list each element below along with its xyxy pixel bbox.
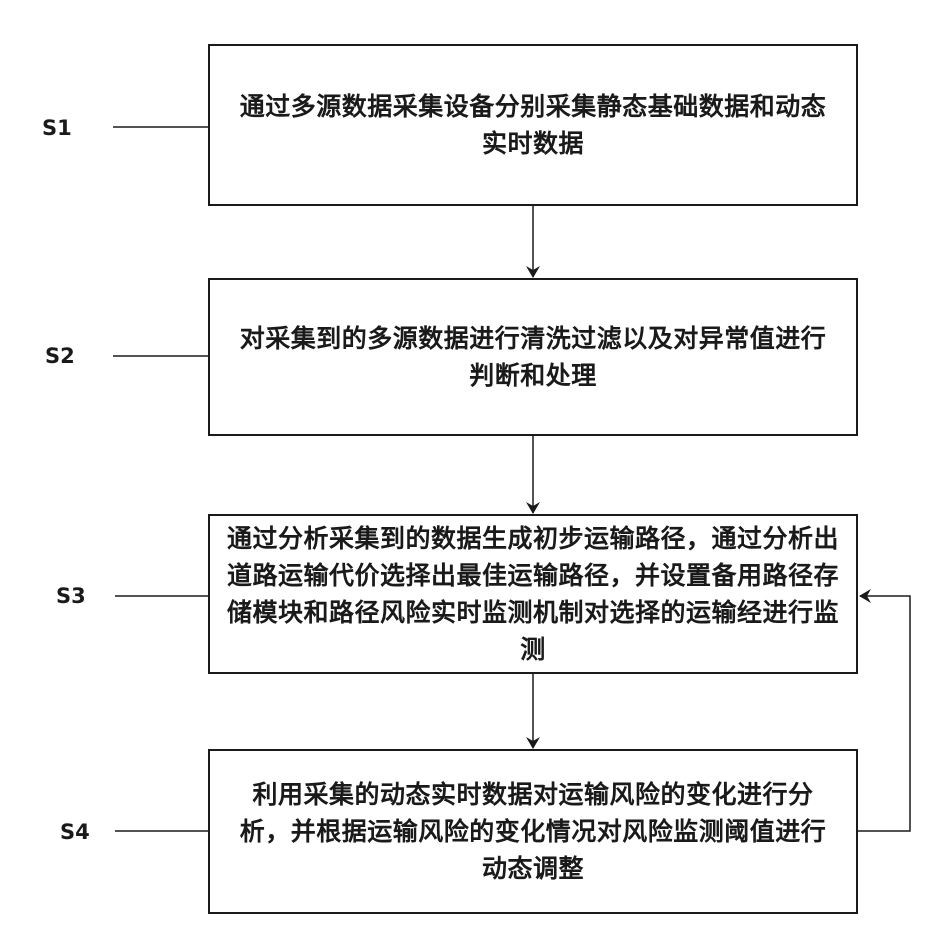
step-box-s1: 通过多源数据采集设备分别采集静态基础数据和动态实时数据 — [208, 44, 858, 206]
step-text-s1: 通过多源数据采集设备分别采集静态基础数据和动态实时数据 — [233, 88, 833, 162]
step-box-s2: 对采集到的多源数据进行清洗过滤以及对异常值进行判断和处理 — [208, 278, 858, 436]
step-box-s4: 利用采集的动态实时数据对运输风险的变化进行分析，并根据运输风险的变化情况对风险监… — [208, 749, 858, 914]
step-text-s3: 通过分析采集到的数据生成初步运输路径，通过分析出道路运输代价选择出最佳运输路径，… — [224, 520, 842, 668]
step-text-s4: 利用采集的动态实时数据对运输风险的变化进行分析，并根据运输风险的变化情况对风险监… — [228, 776, 838, 887]
step-label-s3: S3 — [56, 584, 86, 608]
step-label-s2: S2 — [45, 344, 75, 368]
step-box-s3: 通过分析采集到的数据生成初步运输路径，通过分析出道路运输代价选择出最佳运输路径，… — [208, 514, 858, 674]
step-label-s4: S4 — [60, 820, 90, 844]
step-text-s2: 对采集到的多源数据进行清洗过滤以及对异常值进行判断和处理 — [228, 320, 838, 394]
feedback-arrow-s4-s3 — [858, 596, 910, 831]
step-label-s1: S1 — [42, 116, 72, 140]
